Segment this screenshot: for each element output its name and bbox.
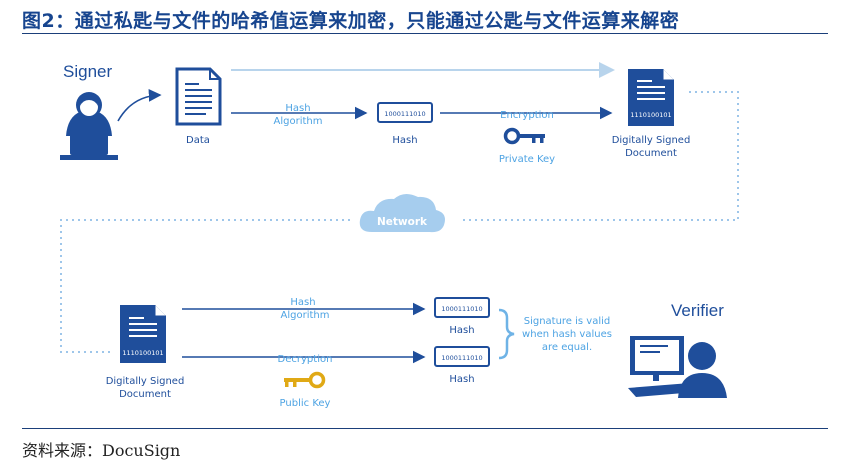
signed-doc-label-top-1: Digitally Signed [612,135,691,146]
network-path-left [60,219,350,353]
verdict-line-2: when hash values [522,329,612,340]
comparison-brace [498,308,515,360]
encryption-label: Encryption [500,110,554,121]
signed-doc-label-bottom-2: Document [119,389,171,400]
verifier-person-icon [628,336,727,398]
verdict-line-3: are equal. [542,342,592,353]
hash-label-2: Hash [449,374,474,385]
signed-document-top-icon [628,69,674,126]
hash-label-top: Hash [392,135,417,146]
public-key-icon [284,371,326,389]
network-cloud-icon [359,193,445,233]
data-document-icon [175,67,222,126]
verifier-label: Verifier [671,301,724,320]
hash-bits-2: 1000111010 [441,354,482,362]
signed-bits-bottom: 1110100101 [122,349,163,357]
hash-algorithm-label-top-1: Hash [285,103,310,114]
hash-algorithm-label-top-2: Algorithm [274,116,323,127]
hash-value-box-1 [434,297,490,318]
title-divider [22,33,828,34]
private-key-label: Private Key [499,154,555,165]
signer-person-icon [60,92,118,160]
data-label: Data [186,135,210,146]
verdict-line-1: Signature is valid [524,316,611,327]
figure-title: 图2：通过私匙与文件的哈希值运算来加密，只能通过公匙与文件运算来解密 [22,10,680,32]
hash-bits-top: 1000111010 [384,110,425,118]
signed-document-bottom-icon [120,305,166,363]
signer-label: Signer [63,62,112,81]
network-label: Network [377,216,428,228]
decryption-label: Decryption [278,354,333,365]
source-note: 资料来源：DocuSign [22,441,181,460]
signed-doc-label-top-2: Document [625,148,677,159]
hash-algorithm-label-bottom-1: Hash [290,297,315,308]
hash-algorithm-label-bottom-2: Algorithm [281,310,330,321]
signer-to-data-arrow [117,89,162,122]
hash-label-1: Hash [449,325,474,336]
private-key-icon [503,127,545,145]
source-divider [22,428,828,429]
signed-bits-top: 1110100101 [630,111,671,119]
public-key-label: Public Key [280,398,331,409]
hash-value-box-2 [434,346,490,367]
hash-bits-1: 1000111010 [441,305,482,313]
network-path-right [460,91,739,221]
hash-value-box-top [377,102,433,123]
signed-doc-label-bottom-1: Digitally Signed [106,376,185,387]
